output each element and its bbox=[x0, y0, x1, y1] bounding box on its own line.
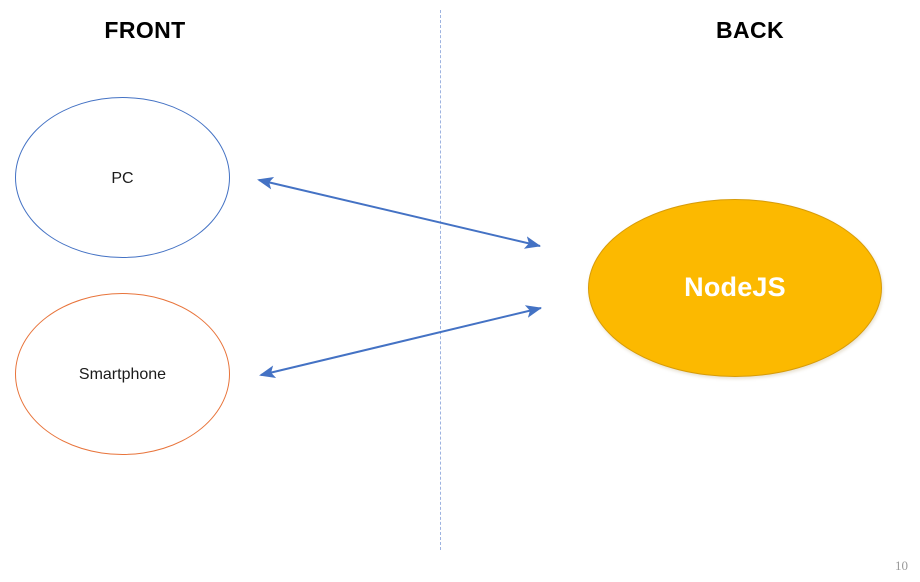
node-smartphone-label: Smartphone bbox=[78, 366, 167, 383]
node-nodejs[interactable]: NodeJS bbox=[588, 199, 882, 377]
back-section-title: BACK bbox=[715, 17, 785, 43]
node-nodejs-label: NodeJS bbox=[684, 271, 786, 302]
node-pc-label: PC bbox=[111, 169, 134, 187]
connector-pc-nodejs bbox=[257, 176, 541, 249]
node-pc[interactable]: PC bbox=[15, 97, 230, 258]
page-number: 10 bbox=[895, 558, 908, 573]
connector-smartphone-nodejs bbox=[259, 305, 542, 378]
front-section-title: FRONT bbox=[104, 17, 186, 43]
front-back-divider-line bbox=[440, 10, 441, 550]
node-smartphone[interactable]: Smartphone bbox=[15, 293, 230, 455]
